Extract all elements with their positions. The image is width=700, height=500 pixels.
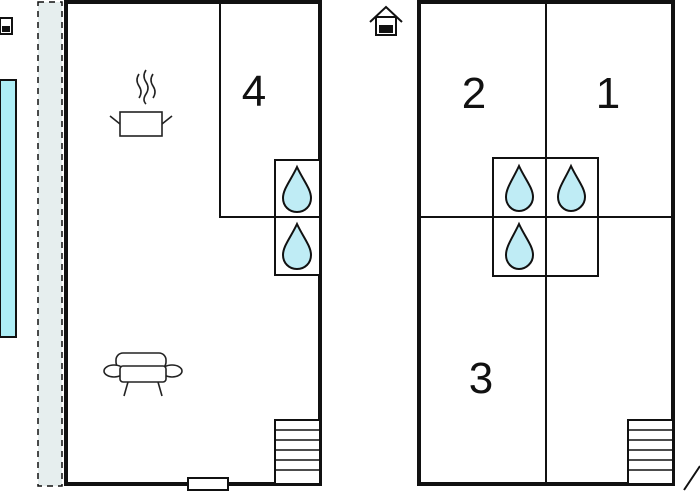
room-4-partition	[219, 2, 275, 218]
room-label: 4	[242, 67, 266, 116]
stairs-icon	[627, 419, 674, 485]
room-label: 3	[469, 354, 493, 403]
water-drop-icon	[504, 221, 535, 271]
room-label: 1	[596, 69, 620, 118]
door-icon	[187, 477, 229, 491]
water-drop-icon	[281, 221, 313, 271]
house-icon	[369, 5, 403, 36]
water-drop-icon	[556, 163, 587, 213]
terrace-strip	[37, 1, 63, 487]
pool	[0, 79, 17, 338]
room-label: 2	[462, 69, 486, 118]
sofa-icon	[103, 352, 183, 397]
house-icon-left	[0, 17, 13, 35]
edge-mark	[683, 465, 700, 491]
kitchen-pot-icon	[109, 69, 173, 137]
water-drop-icon	[504, 163, 535, 213]
water-drop-icon	[281, 164, 313, 214]
upper-floor: 2 1 3	[417, 0, 675, 486]
stairs-icon	[274, 419, 321, 485]
ground-floor: 4	[64, 0, 322, 491]
